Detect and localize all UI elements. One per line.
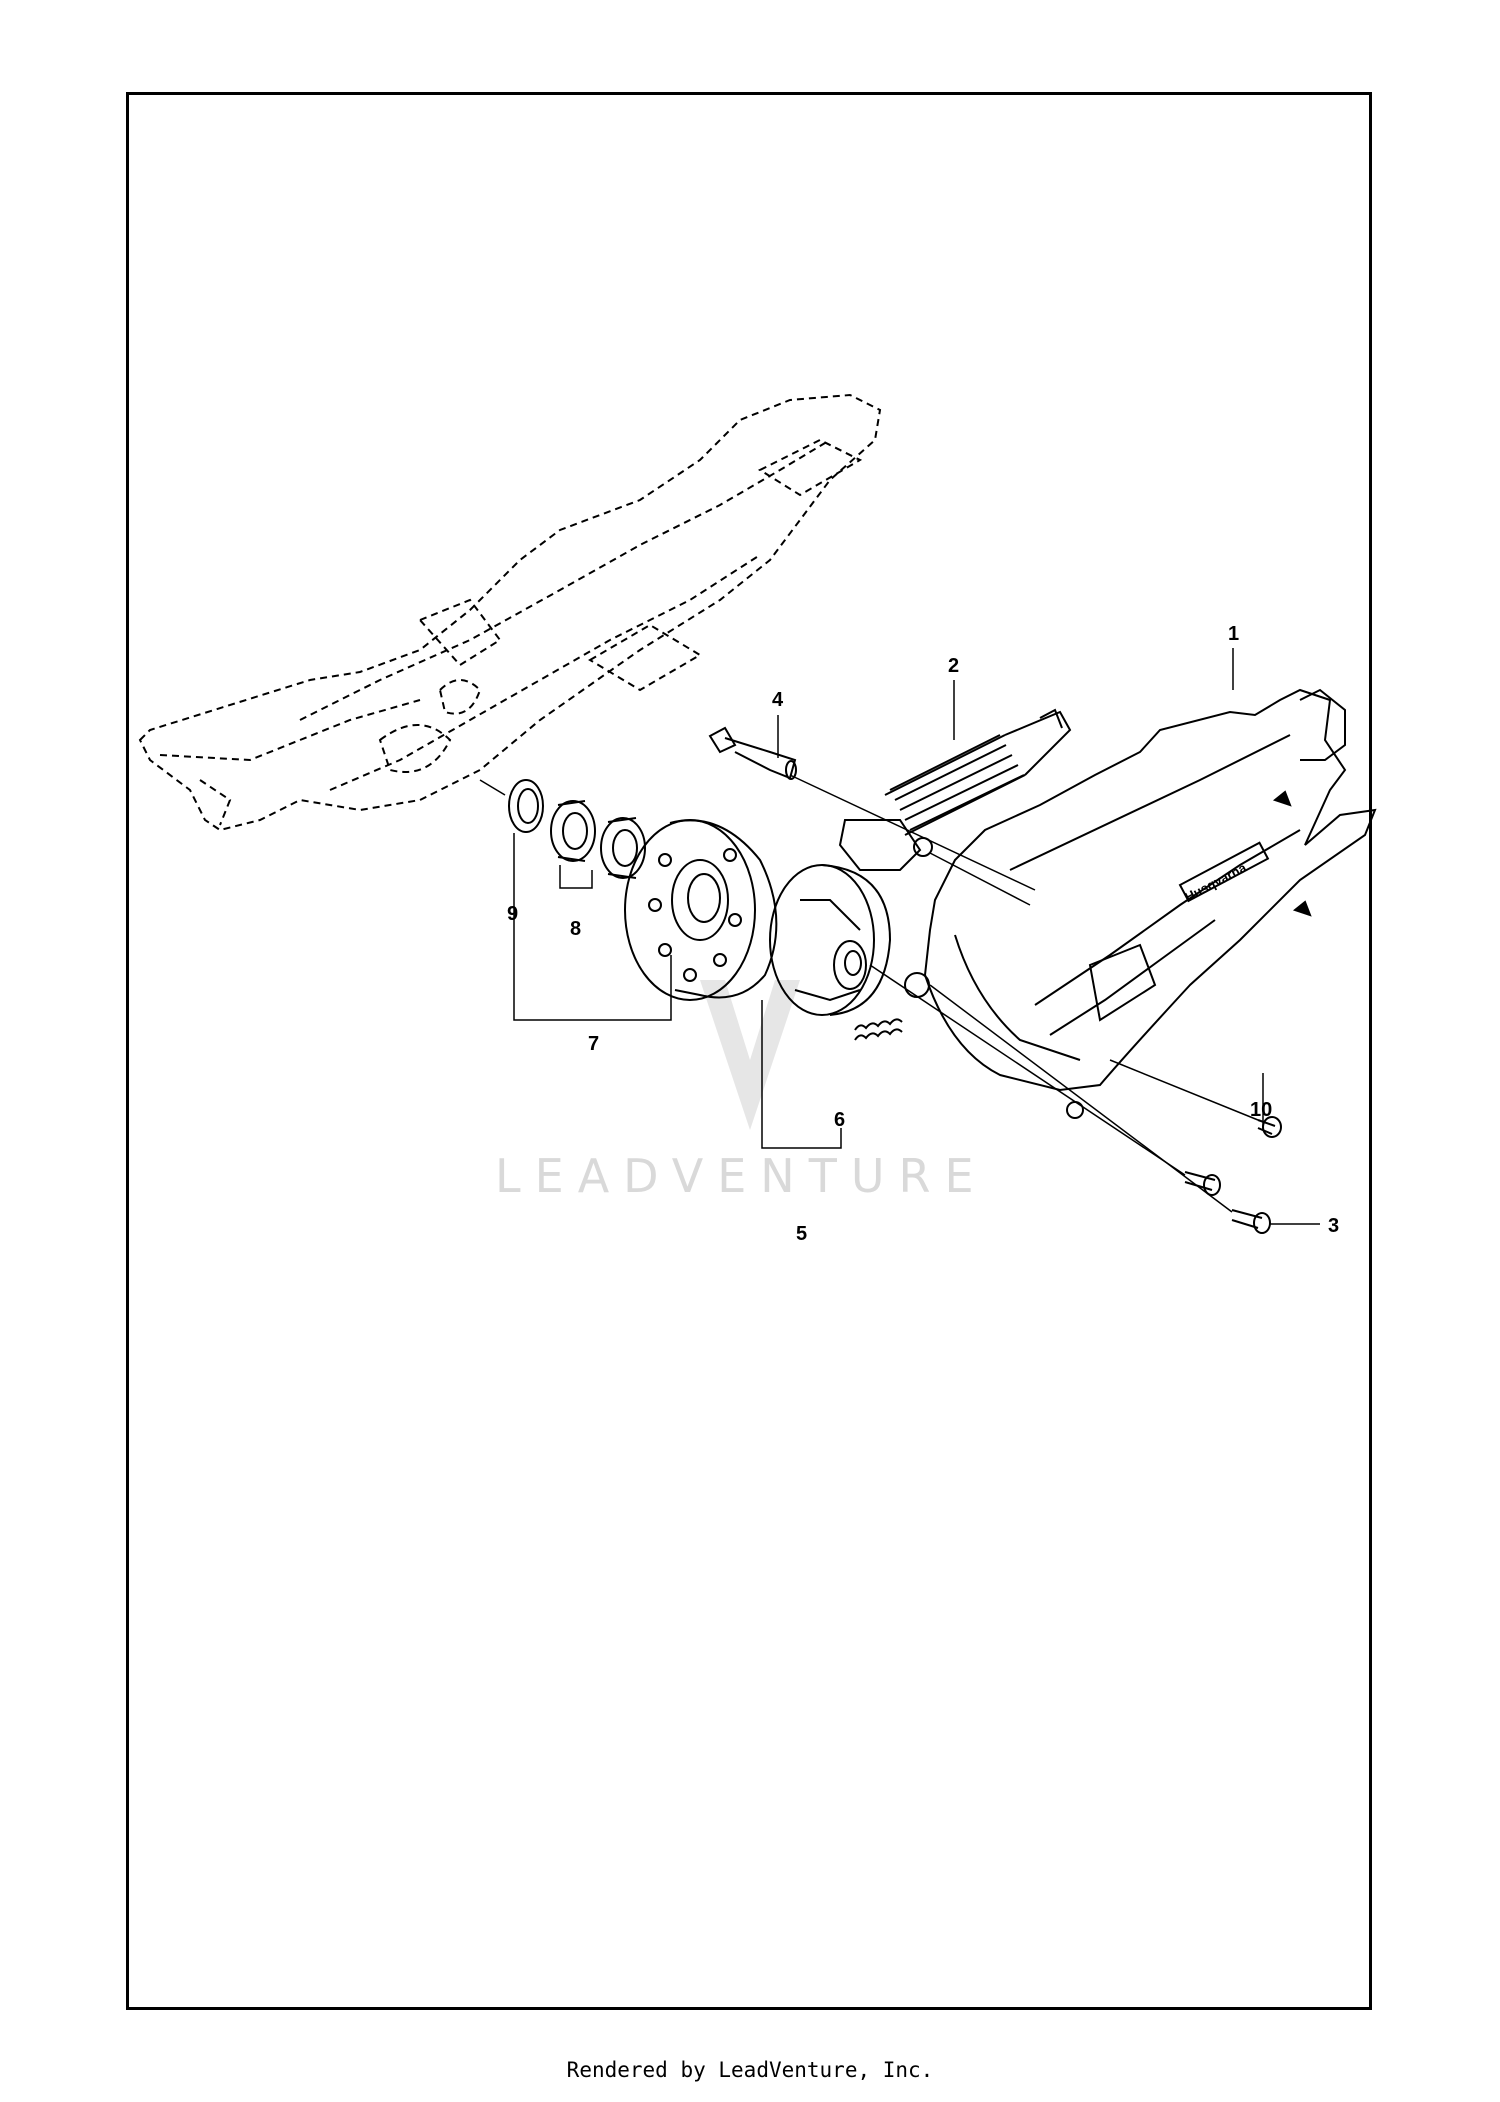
watermark-logo [700, 980, 800, 1130]
callout-9: 9 [507, 903, 518, 925]
callout-2: 2 [948, 655, 959, 677]
cover-boss [904, 972, 930, 998]
callout-10: 10 [1250, 1099, 1272, 1121]
callout-5: 5 [796, 1223, 807, 1245]
watermark: LEADVENTURE [495, 980, 988, 1203]
part-screws [1184, 1116, 1282, 1234]
leader-lines [479, 648, 1320, 1225]
part-clutch [769, 864, 892, 1016]
part-clutch-drum [624, 819, 778, 1001]
part-chain-tensioner [838, 708, 1072, 871]
callout-7: 7 [588, 1033, 599, 1055]
callout-6: 6 [834, 1109, 845, 1131]
chainsaw-body-outline [138, 393, 882, 832]
part-clutch-cover: Husqvarna [904, 688, 1377, 1119]
part-spring [854, 1018, 903, 1041]
part-seal-ring [508, 779, 544, 833]
callout-1: 1 [1228, 623, 1239, 645]
callout-3: 3 [1328, 1215, 1339, 1237]
callout-8: 8 [570, 918, 581, 940]
callout-labels: 1 2 3 4 5 6 7 8 9 10 [507, 623, 1339, 1245]
part-bearings [550, 800, 646, 879]
callout-4: 4 [772, 689, 784, 711]
footer-credit: Rendered by LeadVenture, Inc. [566, 2058, 934, 2082]
watermark-text: LEADVENTURE [495, 1149, 988, 1203]
part-bolt [708, 726, 797, 780]
diagram-frame [126, 92, 1372, 2010]
